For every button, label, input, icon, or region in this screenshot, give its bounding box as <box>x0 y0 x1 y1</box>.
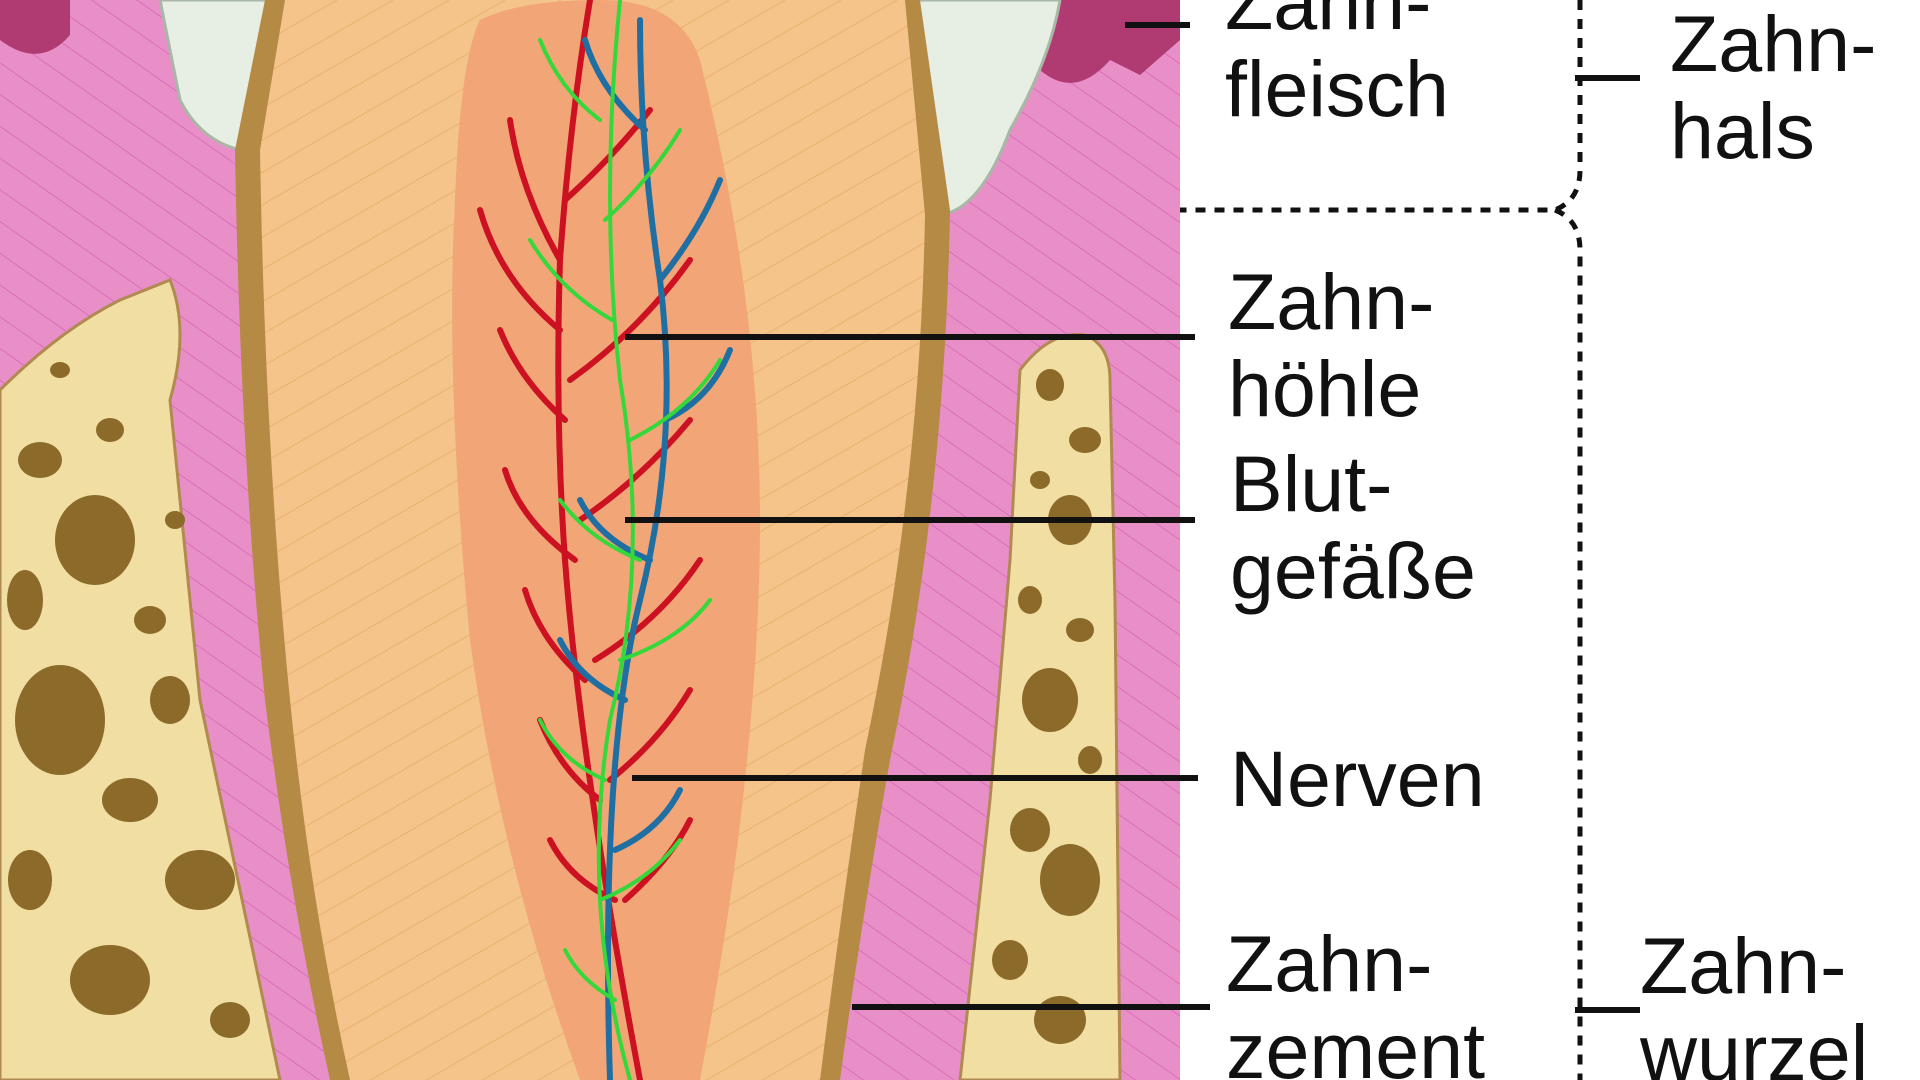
label-neck-line1: Zahn- <box>1670 0 1877 88</box>
label-pulp-cavity-line1: Zahn- <box>1228 257 1435 346</box>
label-root-line2: wurzel <box>1640 1008 1869 1080</box>
label-cementum: Zahn- zement <box>1226 920 1485 1080</box>
region-brackets <box>1180 0 1583 1080</box>
label-cementum-line2: zement <box>1226 1006 1486 1080</box>
gum-margin-right <box>1040 0 1180 83</box>
nerve-fibers <box>528 0 722 1080</box>
label-gum-line2: fleisch <box>1225 44 1449 133</box>
label-pulp-cavity: Zahn- höhle <box>1228 258 1434 432</box>
root-bracket <box>1553 207 1583 1080</box>
neck-bracket <box>1180 0 1583 213</box>
label-blood-vessels-line2: gefäße <box>1230 526 1476 615</box>
label-root-line1: Zahn- <box>1640 921 1847 1010</box>
label-pulp-cavity-line2: höhle <box>1228 344 1422 433</box>
label-root: Zahn- wurzel <box>1640 922 1868 1080</box>
gum-margin <box>0 0 70 54</box>
label-gum: Zahn- fleisch <box>1225 0 1449 132</box>
label-neck: Zahn- hals <box>1670 0 1876 174</box>
leader-lines <box>625 22 1640 1013</box>
label-neck-line2: hals <box>1670 86 1815 175</box>
label-blood-vessels: Blut- gefäße <box>1230 440 1476 614</box>
label-nerves-line1: Nerven <box>1230 734 1485 823</box>
veins <box>557 17 733 1080</box>
label-gum-line1: Zahn- <box>1225 0 1432 46</box>
label-nerves: Nerven <box>1230 735 1485 822</box>
label-blood-vessels-line1: Blut- <box>1230 439 1393 528</box>
bone-pores-left <box>7 362 250 1038</box>
label-cementum-line1: Zahn- <box>1226 919 1433 1008</box>
